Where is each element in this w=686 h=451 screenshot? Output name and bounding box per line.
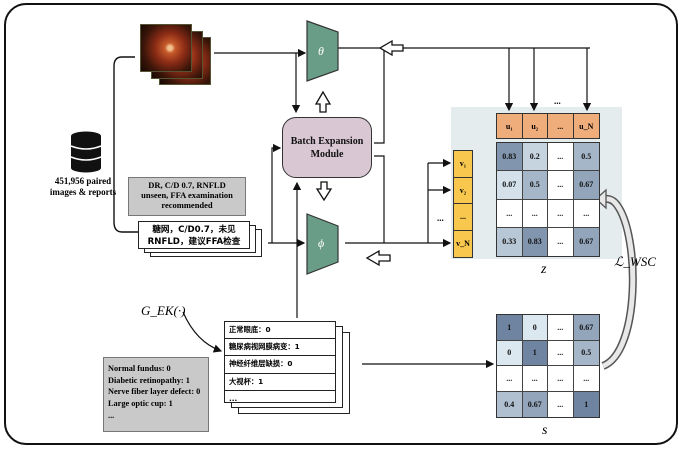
phi-label: ϕ <box>318 236 325 250</box>
v-vector: ... <box>454 204 472 231</box>
report-en-line3: recommended <box>161 200 213 210</box>
z-matrix-cell: 0.67 <box>573 171 599 200</box>
s-matrix-cell: 0.67 <box>522 391 548 417</box>
dataset-caption: 451,956 paired images & reports <box>42 176 124 198</box>
u-vector: u₁ <box>497 114 523 138</box>
v-vector: v₁ <box>454 151 472 178</box>
z-matrix-cell: 0.07 <box>497 171 523 200</box>
s-matrix-cell: 0.5 <box>573 340 599 366</box>
s-matrix-cell: 1 <box>497 315 523 341</box>
loss-arrow-head <box>595 188 607 210</box>
z-matrix-cell: ... <box>548 227 574 256</box>
s-matrix-cell: 0 <box>522 315 548 341</box>
s-matrix-cell: ... <box>497 366 523 392</box>
v-vector: v_N <box>454 230 472 257</box>
database-icon <box>70 131 102 173</box>
loss-curve-fill <box>601 196 636 369</box>
report-zh-line2: RNFLD，建议FFA检查 <box>147 237 241 247</box>
module-to-v-branch <box>374 155 385 243</box>
s-matrix-cell: 0.4 <box>497 391 523 417</box>
label-en-item: ... <box>108 410 115 420</box>
report-translation: DR, C/D 0.7, RNFLD unseen, FFA examinati… <box>128 177 246 216</box>
s-matrix-cell: 0.67 <box>573 315 599 341</box>
label-zh-item: 糖尿病视网膜病变：1 <box>225 339 335 357</box>
report-en-line1: DR, C/D 0.7, RNFLD <box>148 180 226 190</box>
theta-label: θ <box>318 44 324 58</box>
label-zh-item: 大视杯：1 <box>225 374 335 391</box>
pair-bracket <box>113 56 140 233</box>
label-card-front: 正常眼底：0 糖尿病视网膜病变：1 神经纤维层缺损：0 大视杯：1 ... <box>224 321 336 403</box>
label-zh-item: 正常眼底：0 <box>225 322 335 340</box>
label-en-item: Nerve fiber layer defect: 0 <box>108 387 201 397</box>
report-card-front: 糖网，C/D0.7，未见 RNFLD，建议FFA检查 <box>138 221 250 249</box>
z-matrix-cell: ... <box>548 143 574 172</box>
z-matrix-cell: ... <box>548 171 574 200</box>
u-vector: u₂ <box>522 114 548 138</box>
text-encoder-phi <box>306 213 339 275</box>
s-matrix-cell: ... <box>522 366 548 392</box>
s-matrix-cell: ... <box>548 340 574 366</box>
loss-label: ℒ_WSC <box>614 254 656 269</box>
v-ellipsis: ... <box>437 213 444 223</box>
v-vector: v₂ <box>454 177 472 204</box>
s-matrix-cell: ... <box>548 366 574 392</box>
label-en-item: Large optic cup: 1 <box>108 399 173 409</box>
module-title-line1: Batch Expansion <box>290 135 364 147</box>
z-matrix-cell: 0.83 <box>497 143 523 172</box>
hollow-arrow-up <box>314 90 332 113</box>
z-matrix-cell: 0.2 <box>522 143 548 172</box>
z-matrix-cell: 0.5 <box>522 171 548 200</box>
u-ellipsis: ... <box>554 96 561 106</box>
z-matrix-cell: 0.5 <box>573 143 599 172</box>
dataset-count: 451,956 paired <box>54 176 112 186</box>
fundus-image-front <box>140 24 192 72</box>
label-zh-item: ... <box>229 393 238 403</box>
labels-translation: Normal fundus: 0 Diabetic retinopathy: 1… <box>103 357 209 432</box>
z-matrix-cell: ... <box>548 199 574 228</box>
hollow-arrow-down <box>315 181 333 202</box>
z-matrix-cell: 0.67 <box>573 227 599 256</box>
z-matrix-cell: 0.83 <box>522 227 548 256</box>
u-vector: ... <box>548 114 574 138</box>
report-to-module-arrow <box>271 143 282 243</box>
z-matrix-label: z <box>541 262 547 277</box>
knowledge-extractor-label: G_EK(·) <box>141 303 186 318</box>
outer-frame <box>4 3 678 445</box>
s-matrix-cell: ... <box>548 391 574 417</box>
label-en-item: Normal fundus: 0 <box>108 364 171 373</box>
gek-arrow <box>182 311 223 353</box>
s-matrix-label: s <box>542 423 548 438</box>
image-encoder-theta <box>306 20 339 82</box>
z-matrix-cell: ... <box>573 199 599 228</box>
u-vector: u_N <box>573 114 599 138</box>
report-en-line2: unseen, FFA examination <box>141 190 233 200</box>
z-matrix-cell: ... <box>522 199 548 228</box>
dataset-desc: images & reports <box>49 187 117 197</box>
s-matrix-cell: 1 <box>522 340 548 366</box>
hollow-arrow-to-phi <box>365 249 391 267</box>
module-to-u-branch <box>374 47 392 144</box>
image-embedding-row: u₁ u₂ ... u_N <box>496 113 600 139</box>
s-matrix-cell: 0 <box>497 340 523 366</box>
hollow-arrow-to-theta <box>378 39 404 57</box>
z-matrix-cell: ... <box>497 199 523 228</box>
s-matrix-cell: 1 <box>573 391 599 417</box>
label-zh-item: 神经纤维层缺损：0 <box>225 356 335 374</box>
s-matrix-cell: ... <box>573 366 599 392</box>
report-zh-line1: 糖网，C/D0.7，未见 <box>152 225 236 235</box>
z-matrix-cell: 0.33 <box>497 227 523 256</box>
module-title-line2: Module <box>310 148 344 160</box>
s-matrix-cell: ... <box>548 315 574 341</box>
text-embedding-column: v₁ v₂ ... v_N <box>453 150 473 258</box>
label-en-item: Diabetic retinopathy: 1 <box>108 375 190 385</box>
